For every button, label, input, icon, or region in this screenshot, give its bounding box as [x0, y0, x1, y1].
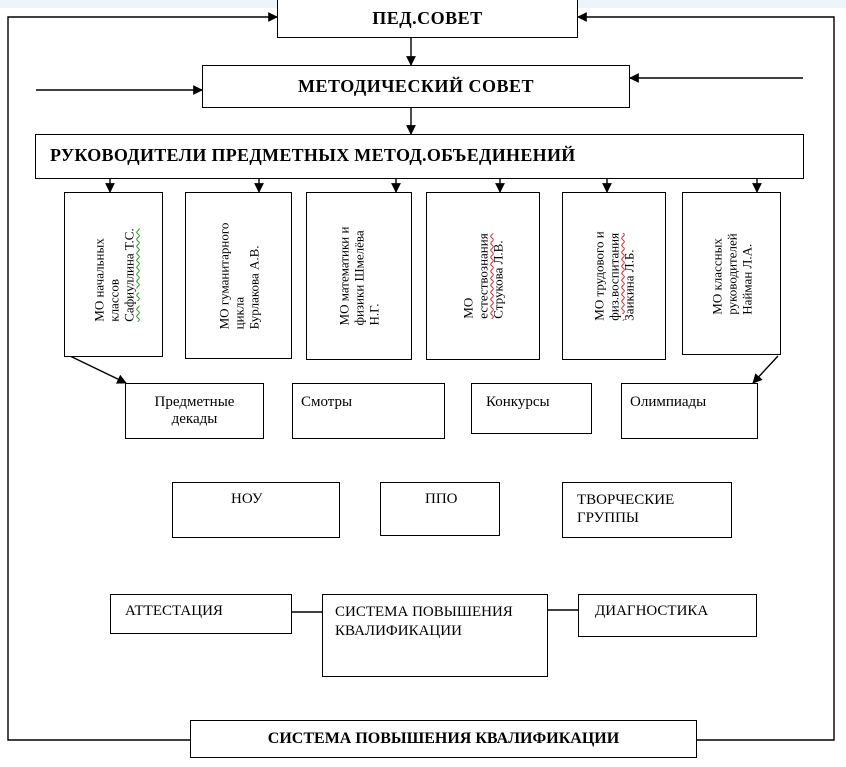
- arrow-to-dekady: [69, 355, 127, 384]
- rukovoditeli-label: РУКОВОДИТЕЛИ ПРЕДМЕТНЫХ МЕТОД.ОБЪЕДИНЕНИ…: [50, 145, 576, 165]
- mo-3-text: МО математики и физики Шмелёва Н.Г.: [337, 227, 382, 326]
- mo-6-line-3: Найман Л.А.: [739, 243, 754, 315]
- mo-1-line-3: Сафиуллина Т.С.: [121, 227, 136, 322]
- konkursy-label: Конкурсы: [486, 394, 550, 410]
- mo-2-line-3: Бурлакова А.В.: [246, 244, 261, 329]
- ppo-label: ППО: [425, 491, 458, 507]
- mo-4-line-3: Струкова Л.В.: [490, 240, 506, 319]
- mo-box-3: МО математики и физики Шмелёва Н.Г.: [306, 192, 412, 360]
- mo-6-text: МО классных руководителей Найман Л.А.: [709, 233, 754, 314]
- metod-sovet-label: МЕТОДИЧЕСКИЙ СОВЕТ: [297, 76, 535, 96]
- mo-6-line-1: МО классных: [709, 237, 724, 315]
- mo-4-line-1: МО: [460, 297, 476, 319]
- attestaciya-label: АТТЕСТАЦИЯ: [125, 603, 223, 619]
- diagnostika-box: ДИАГНОСТИКА: [578, 594, 757, 637]
- mo-box-6: МО классных руководителей Найман Л.А.: [682, 192, 781, 355]
- mo-1-line-1: МО начальных: [91, 237, 106, 322]
- ped-sovet-box: ПЕД.СОВЕТ: [277, 0, 578, 38]
- mo-6-line-2: руководителей: [724, 232, 739, 315]
- mo-5-text: МО трудового и физ.воспитания Заикина Л.…: [592, 231, 637, 320]
- outer-loop-left: [7, 12, 278, 741]
- konkursy-box: Конкурсы: [471, 383, 592, 434]
- dekady-label: Предметные декады: [154, 394, 235, 427]
- mo-4-text: МО естествознания Струкова Л.В.: [461, 233, 506, 318]
- olimpiady-box: Олимпиады: [621, 383, 758, 439]
- nou-label: НОУ: [231, 491, 263, 507]
- smotry-label: Смотры: [301, 394, 353, 410]
- attestaciya-box: АТТЕСТАЦИЯ: [110, 594, 292, 634]
- mo-3-line-3: Н.Г.: [366, 303, 382, 326]
- tvorcheskie-label: ТВОРЧЕСКИЕ ГРУППЫ: [577, 492, 675, 526]
- mo-4-line-2: естествознания: [475, 233, 491, 319]
- sistema-center-box: СИСТЕМА ПОВЫШЕНИЯ КВАЛИФИКАЦИИ: [322, 594, 548, 677]
- dekady-box: Предметные декады: [125, 383, 264, 439]
- arrow-to-olimpiady: [752, 355, 779, 384]
- mo-1-line-2: классов: [106, 278, 121, 322]
- mo-2-text: МО гуманитарного цикла Бурлакова А.В.: [216, 222, 261, 329]
- olimpiady-label: Олимпиады: [630, 394, 707, 410]
- metod-sovet-box: МЕТОДИЧЕСКИЙ СОВЕТ: [202, 65, 630, 108]
- tvorcheskie-box: ТВОРЧЕСКИЕ ГРУППЫ: [562, 482, 732, 538]
- mo-2-line-1: МО гуманитарного: [216, 222, 231, 329]
- sistema-footer-box: СИСТЕМА ПОВЫШЕНИЯ КВАЛИФИКАЦИИ: [190, 720, 697, 758]
- ped-sovet-label: ПЕД.СОВЕТ: [372, 7, 483, 28]
- diagnostika-label: ДИАГНОСТИКА: [595, 603, 709, 619]
- rukovoditeli-box: РУКОВОДИТЕЛИ ПРЕДМЕТНЫХ МЕТОД.ОБЪЕДИНЕНИ…: [35, 134, 804, 179]
- nou-box: НОУ: [172, 482, 340, 538]
- sistema-center-label: СИСТЕМА ПОВЫШЕНИЯ КВАЛИФИКАЦИИ: [335, 604, 513, 639]
- mo-2-line-2: цикла: [231, 296, 246, 329]
- mo-box-5: МО трудового и физ.воспитания Заикина Л.…: [562, 192, 666, 360]
- mo-5-line-3: Заикина Л.Б.: [621, 249, 637, 321]
- mo-box-2: МО гуманитарного цикла Бурлакова А.В.: [185, 192, 292, 359]
- mo-box-1: МО начальных классов Сафиуллина Т.С.: [64, 192, 163, 357]
- mo-3-line-2: физики Шмелёва: [351, 230, 367, 326]
- sistema-footer-label: СИСТЕМА ПОВЫШЕНИЯ КВАЛИФИКАЦИИ: [267, 730, 620, 747]
- mo-box-4: МО естествознания Струкова Л.В.: [426, 192, 540, 360]
- mo-5-line-2: физ.воспитания: [606, 232, 622, 321]
- mo-5-line-1: МО трудового и: [591, 231, 607, 321]
- ppo-box: ППО: [380, 482, 500, 536]
- mo-1-text: МО начальных классов Сафиуллина Т.С.: [91, 228, 136, 321]
- smotry-box: Смотры: [292, 383, 445, 439]
- outer-loop-right: [577, 12, 835, 741]
- mo-3-line-1: МО математики и: [336, 226, 352, 326]
